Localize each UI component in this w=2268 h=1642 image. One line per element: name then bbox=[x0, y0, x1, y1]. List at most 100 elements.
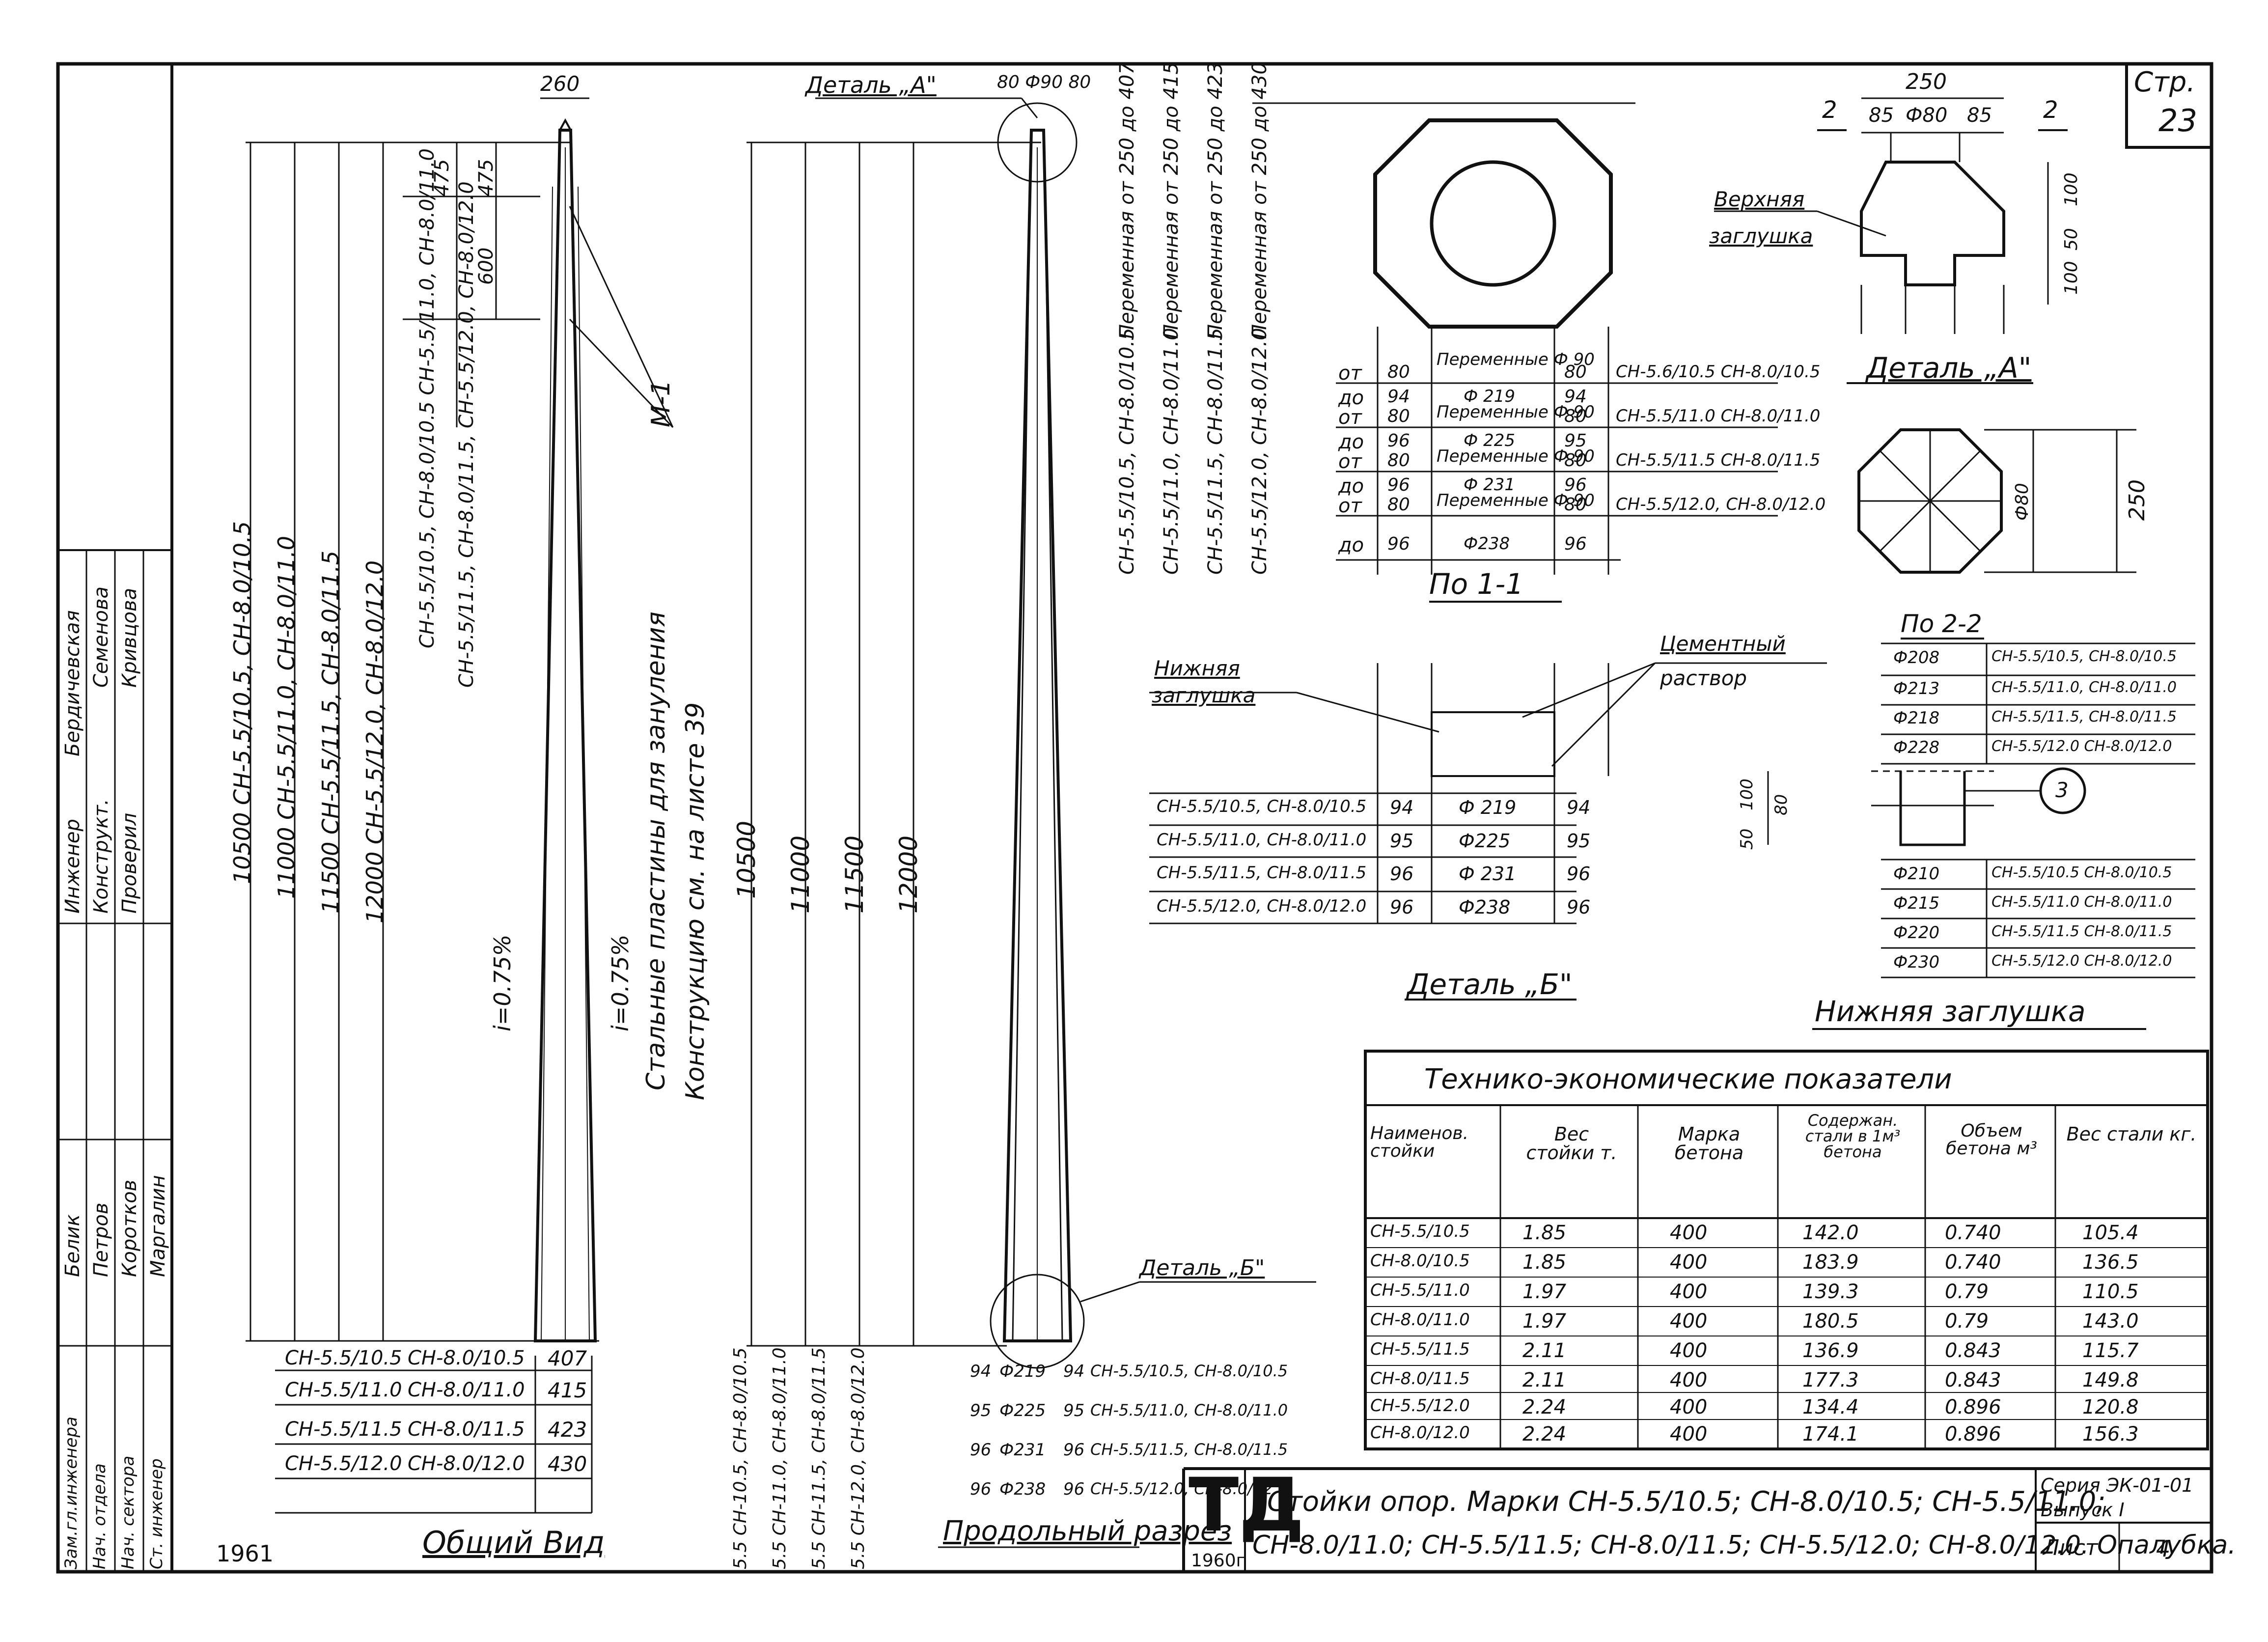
s11-r-8: 96 bbox=[1564, 534, 1587, 554]
tep-cell: 0.843 bbox=[1945, 1369, 2001, 1392]
tep-cell: 400 bbox=[1670, 1339, 1708, 1362]
db-d-1: Ф 219 bbox=[1459, 797, 1517, 818]
gv-base-b-1: СН-8.0/10.5 bbox=[408, 1347, 525, 1369]
db-d-3: Ф 231 bbox=[1459, 863, 1517, 885]
sheet-number: 23 bbox=[2158, 103, 2197, 139]
s22-dim-2: 80 bbox=[1771, 794, 1791, 815]
s11-var-2: Переменная от 250 до 415 bbox=[1160, 62, 1183, 339]
tep-cell: 0.79 bbox=[1945, 1280, 1989, 1303]
s22-up-m-3: СН-5.5/11.5, СН-8.0/11.5 bbox=[1991, 708, 2177, 725]
db-r-3: 96 bbox=[1567, 863, 1591, 885]
name2-1: Белик bbox=[61, 1214, 84, 1277]
gv-base-a-2: СН-5.5/11.0 bbox=[285, 1379, 402, 1401]
ls-row4-m: СН-5.5/12.0, СН-8.0/12.0 bbox=[1090, 1479, 1288, 1498]
s22-up-d-3: Ф218 bbox=[1893, 708, 1940, 728]
sheet-word: Лист bbox=[2043, 1535, 2098, 1560]
ls-row3-r: 96 bbox=[1063, 1440, 1085, 1460]
tep-cell: 143.0 bbox=[2082, 1310, 2139, 1333]
db-mortar-2: раствор bbox=[1660, 666, 1747, 690]
tep-cell: 110.5 bbox=[2082, 1280, 2139, 1303]
s11-r-3: 80 bbox=[1564, 406, 1587, 426]
gv-plate-label: М-1 bbox=[646, 380, 676, 427]
s11-r-1: 80 bbox=[1564, 362, 1587, 382]
s11-c-4: Ф 225 bbox=[1464, 431, 1515, 450]
tep-cell: 0.740 bbox=[1945, 1222, 2001, 1244]
s11-m-7: СН-5.5/12.0, СН-8.0/12.0 bbox=[1616, 495, 1826, 514]
s22-lo-d-4: Ф230 bbox=[1893, 952, 1940, 972]
db-l-4: 96 bbox=[1390, 896, 1414, 918]
tep-cell: СН-8.0/10.5 bbox=[1370, 1251, 1470, 1271]
s11-var-3: Переменная от 250 до 423 bbox=[1204, 62, 1227, 339]
cap-cut-left: 2 bbox=[1822, 96, 1837, 124]
ls-row1-d: Ф219 bbox=[999, 1362, 1046, 1381]
s11-k-6: до bbox=[1338, 475, 1364, 498]
s11-r-4: 95 bbox=[1564, 431, 1587, 451]
s11-c-6: Ф 231 bbox=[1464, 475, 1515, 495]
s11-k-5: от bbox=[1338, 450, 1362, 473]
s22-caption: Нижняя заглушка bbox=[1815, 995, 2086, 1028]
tep-cell: 400 bbox=[1670, 1310, 1708, 1333]
s22-callout: 3 bbox=[2055, 778, 2069, 802]
cap-dim-3: 85 bbox=[1967, 104, 1992, 127]
gv-height-4: 12000 СН-5.5/12.0, СН-8.0/12.0 bbox=[361, 560, 388, 923]
s22-up-d-4: Ф228 bbox=[1893, 738, 1940, 757]
ls-row3-m: СН-5.5/11.5, СН-8.0/11.5 bbox=[1090, 1440, 1288, 1459]
gv-base-v-4: 430 bbox=[548, 1452, 587, 1476]
ls-row3-l: 96 bbox=[970, 1440, 992, 1460]
s11-r-6: 96 bbox=[1564, 475, 1587, 495]
ls-length-3: 11500 bbox=[840, 835, 869, 914]
db-l-3: 96 bbox=[1390, 863, 1414, 885]
s22-up-m-4: СН-5.5/12.0 СН-8.0/12.0 bbox=[1991, 738, 2172, 755]
name-2: Семенова bbox=[90, 586, 112, 688]
tep-cell: 139.3 bbox=[1802, 1280, 1859, 1303]
db-r-4: 96 bbox=[1567, 896, 1591, 918]
name-1: Бердичевская bbox=[61, 610, 84, 756]
tep-cell: 1.85 bbox=[1522, 1251, 1567, 1274]
tep-cell: 400 bbox=[1670, 1396, 1708, 1419]
s11-mark-2: СН-5.5/11.0, СН-8.0/11.0 bbox=[1160, 328, 1183, 575]
s11-c-2: Ф 219 bbox=[1464, 387, 1515, 406]
title-line-1: Стойки опор. Марки СН-5.5/10.5; СН-8.0/1… bbox=[1267, 1486, 2106, 1518]
tep-cell: 1.97 bbox=[1522, 1280, 1567, 1303]
tep-h-6: Вес стали кг. bbox=[2066, 1123, 2197, 1145]
s22-lo-d-1: Ф210 bbox=[1893, 864, 1940, 884]
gv-base-b-3: СН-8.0/11.5 bbox=[408, 1418, 525, 1441]
tep-cell: СН-5.5/11.5 bbox=[1370, 1339, 1470, 1359]
tep-h-5: Объем бетона м³ bbox=[1946, 1121, 2037, 1159]
s11-c-1: Переменные Ф 90 bbox=[1437, 350, 1595, 369]
s22-dim-3: 50 bbox=[1737, 828, 1757, 850]
s11-c-3: Переменные Ф 90 bbox=[1437, 402, 1595, 422]
s22-lo-d-2: Ф215 bbox=[1893, 893, 1940, 913]
ls-length-2: 11000 bbox=[786, 835, 815, 914]
s22-lo-m-1: СН-5.5/10.5 СН-8.0/10.5 bbox=[1991, 864, 2172, 881]
tep-cell: 136.9 bbox=[1802, 1339, 1859, 1362]
ls-title: Продольный разрез bbox=[943, 1515, 1232, 1547]
cap-cut-right: 2 bbox=[2043, 96, 2058, 124]
tep-cell: СН-5.5/10.5 bbox=[1370, 1222, 1470, 1241]
ls-row2-l: 95 bbox=[970, 1401, 992, 1420]
sheet-label: Стр. bbox=[2134, 66, 2196, 98]
db-title: Деталь „Б" bbox=[1407, 968, 1573, 1001]
db-l-1: 94 bbox=[1390, 797, 1414, 818]
s11-k-3: от bbox=[1338, 406, 1362, 429]
ls-row2-m: СН-5.5/11.0, СН-8.0/11.0 bbox=[1090, 1401, 1288, 1419]
ls-length-1: 10500 bbox=[732, 820, 761, 899]
cap-vdim-1: 100 bbox=[2061, 172, 2081, 206]
tep-h-4: Содержан. стали в 1м³ бетона bbox=[1805, 1111, 1901, 1161]
tep-cell: 400 bbox=[1670, 1280, 1708, 1303]
s11-k-8: до bbox=[1338, 534, 1364, 557]
ls-row4-d: Ф238 bbox=[999, 1479, 1046, 1499]
gv-top-label-1: СН-5.5/10.5, СН-8.0/10.5 СН-5.5/11.0, СН… bbox=[416, 148, 439, 648]
s11-var-4: Переменная от 250 до 430 bbox=[1248, 62, 1271, 339]
role2-1: Зам.гл.инженера bbox=[61, 1417, 81, 1569]
s22-dim-1: 100 bbox=[1737, 779, 1757, 810]
da-dia: Ф80 bbox=[2012, 483, 2032, 521]
s11-title: По 1-1 bbox=[1429, 567, 1524, 601]
tep-h-2: Вес стойки т. bbox=[1526, 1123, 1617, 1164]
sheet-frame bbox=[56, 62, 2213, 1574]
s11-c-5: Переменные Ф 90 bbox=[1437, 446, 1595, 466]
tep-h-1: Наименов. стойки bbox=[1370, 1123, 1469, 1161]
tep-cell: 177.3 bbox=[1802, 1369, 1859, 1392]
